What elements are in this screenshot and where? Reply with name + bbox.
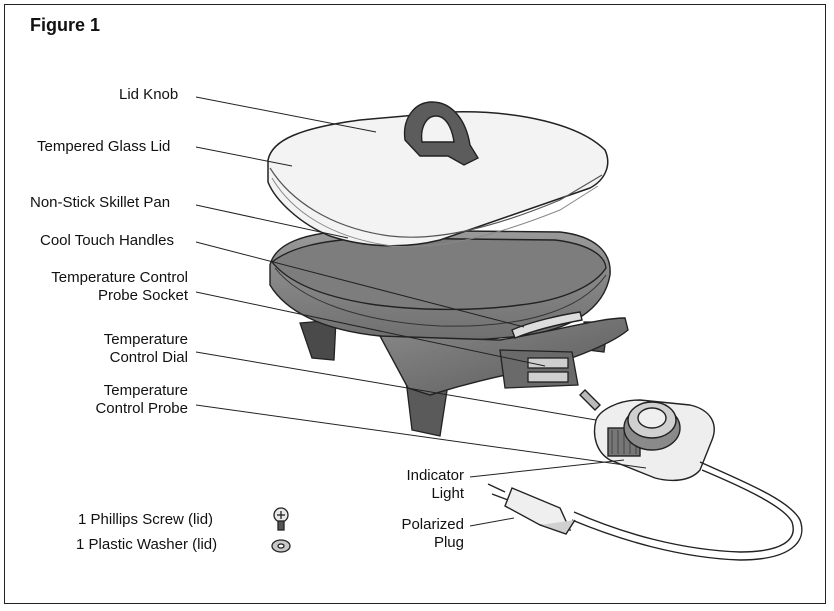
leader-control-dial (195, 351, 597, 421)
leader-lid-knob (195, 96, 377, 133)
figure-frame (4, 4, 826, 604)
label-lid-knob: Lid Knob (119, 86, 179, 103)
label-plug-line2: Plug (433, 534, 464, 551)
label-phillips-screw: 1 Phillips Screw (lid) (78, 511, 214, 528)
label-control-dial-line2: Control Dial (109, 349, 188, 366)
label-cool-touch-handles: Cool Touch Handles (40, 232, 174, 249)
lid-knob (403, 101, 479, 166)
leader-probe-socket (195, 291, 546, 367)
label-control-probe: Temperature Control Probe (60, 382, 188, 418)
leader-control-probe (195, 404, 647, 469)
label-probe-socket-line1: Temperature Control (51, 269, 188, 286)
label-control-probe-line1: Temperature (103, 382, 188, 399)
tempered-glass-lid (267, 111, 609, 248)
temperature-control-dial (623, 401, 681, 451)
label-control-dial-line1: Temperature (103, 331, 188, 348)
label-indicator-line2: Light (431, 485, 464, 502)
label-plastic-washer: 1 Plastic Washer (lid) (76, 536, 218, 553)
label-non-stick-skillet-pan: Non-Stick Skillet Pan (30, 194, 171, 211)
label-polarized-plug: Polarized Plug (380, 516, 464, 552)
label-indicator-light: Indicator Light (380, 467, 464, 503)
probe-socket (499, 349, 579, 389)
label-control-dial: Temperature Control Dial (60, 331, 188, 367)
leader-polarized-plug (469, 517, 515, 527)
leader-glass-lid (195, 146, 293, 167)
label-indicator-line1: Indicator (406, 467, 464, 484)
callout-lines (195, 96, 647, 527)
plastic-washer-icon (271, 539, 291, 553)
leader-handles (195, 241, 525, 328)
skillet-pan (269, 229, 611, 342)
power-cord (571, 461, 803, 561)
leader-skillet-pan (195, 204, 349, 239)
leader-indicator-light (469, 459, 625, 478)
label-control-probe-line2: Control Probe (95, 400, 188, 417)
polarized-plug (487, 483, 576, 535)
label-plug-line1: Polarized (401, 516, 464, 533)
label-tempered-glass-lid: Tempered Glass Lid (37, 138, 171, 155)
figure-title: Figure 1 (30, 15, 101, 35)
label-probe-socket: Temperature Control Probe Socket (30, 269, 188, 305)
phillips-screw-icon (273, 507, 289, 531)
label-probe-socket-line2: Probe Socket (97, 287, 188, 304)
